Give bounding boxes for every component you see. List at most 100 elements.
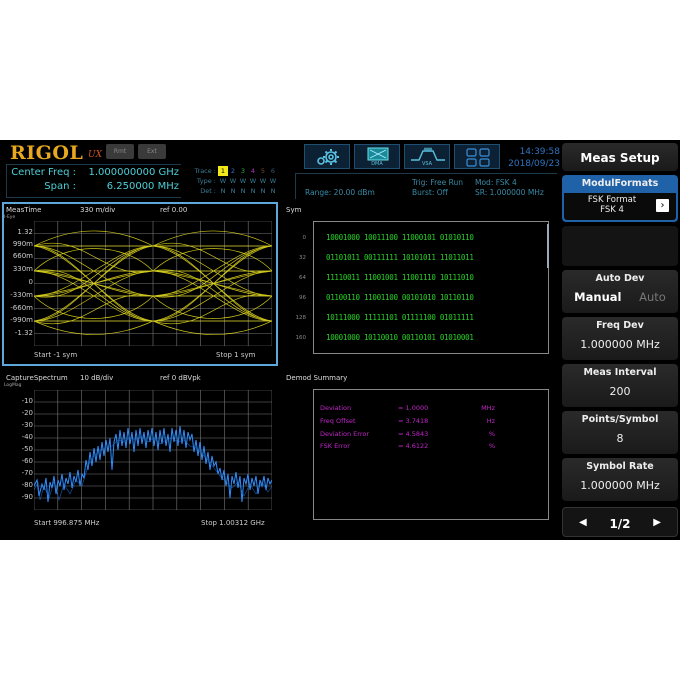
symbol-table[interactable] [313, 221, 549, 354]
type-5: W [259, 177, 267, 185]
spec-ytick: -60 [21, 457, 33, 465]
sym-row: 10001000 10011100 11000101 01010110 [326, 233, 474, 242]
demod-unit: % [488, 430, 495, 438]
spectrum-title: CaptureSpectrum [6, 374, 68, 382]
eye-ytick: -660m [10, 304, 33, 312]
trace-1[interactable]: 1 [218, 166, 228, 176]
det-4: N [250, 187, 256, 195]
modul-formats-key[interactable]: ModulFormats FSK Format FSK 4 › [562, 175, 678, 222]
time: 14:39:58 [519, 147, 560, 157]
eye-ytick: 990m [12, 240, 33, 248]
chevron-right-icon[interactable]: › [656, 199, 669, 212]
symbol-scrollbar[interactable] [547, 224, 549, 268]
eye-title: MeasTime [6, 206, 42, 214]
demod-name: Freq Offset [320, 417, 356, 425]
type-label: Type : [196, 177, 216, 185]
sym-row: 01100110 11001100 00101010 10110110 [326, 293, 474, 302]
det-2: N [230, 187, 236, 195]
auto-dev-manual[interactable]: Manual [574, 290, 622, 304]
demod-name: FSK Error [320, 442, 350, 450]
rmt-button[interactable]: Rmt [106, 144, 134, 159]
trace-label: Trace : [194, 167, 217, 175]
spectrum-start: Start 996.875 MHz [34, 519, 100, 527]
gear-icon [317, 149, 339, 165]
mod-status: Mod: FSK 4 [475, 178, 517, 187]
eye-subtitle: I-Eye [4, 215, 16, 220]
dma-mode-button[interactable]: DMA [354, 144, 400, 169]
eye-ytick: -330m [10, 291, 33, 299]
sym-row: 10001000 10110010 00110101 01010001 [326, 333, 474, 342]
spectrum-ref: ref 0 dBVpk [160, 374, 201, 382]
freq-dev-key[interactable]: Freq Dev 1.000000 MHz [562, 317, 678, 360]
ext-button[interactable]: Ext [138, 144, 166, 159]
freq-dev-value: 1.000000 MHz [580, 338, 660, 351]
span-value[interactable]: 6.250000 MHz [106, 181, 179, 192]
eye-scale: 330 m/div [80, 206, 116, 214]
type-6: W [269, 177, 277, 185]
dma-icon [367, 147, 389, 161]
spec-ytick: -10 [21, 397, 33, 405]
date: 2018/09/23 [508, 159, 560, 169]
det-label: Det : [200, 187, 216, 195]
spec-ytick: -30 [21, 421, 33, 429]
ux-logo: UX [88, 150, 102, 160]
demod-title: Demod Summary [286, 374, 348, 382]
points-symbol-value: 8 [616, 432, 624, 445]
page-prev-icon[interactable]: ◀ [579, 517, 587, 528]
type-2: W [229, 177, 237, 185]
settings-button[interactable] [304, 144, 350, 169]
center-freq-value[interactable]: 1.000000000 GHz [88, 167, 180, 178]
trace-5[interactable]: 5 [260, 167, 266, 175]
det-5: N [260, 187, 266, 195]
spec-ytick: -20 [21, 409, 33, 417]
eye-ytick: -1.32 [14, 329, 33, 337]
det-3: N [240, 187, 246, 195]
meas-setup-title: Meas Setup [562, 143, 678, 171]
freq-info-box [6, 164, 181, 198]
eye-diagram-panel[interactable] [2, 202, 278, 366]
auto-dev-auto[interactable]: Auto [639, 290, 666, 304]
trace-3[interactable]: 3 [240, 167, 246, 175]
spectrum-plot [34, 390, 272, 510]
demod-value: = 3.7418 [398, 417, 429, 425]
eye-ytick: -990m [10, 316, 33, 324]
sym-index: 32 [299, 255, 306, 261]
layout-button[interactable] [454, 144, 500, 169]
empty-key [562, 226, 678, 266]
meas-interval-key[interactable]: Meas Interval 200 [562, 364, 678, 407]
type-3: W [239, 177, 247, 185]
symbol-rate-value: 1.000000 MHz [580, 479, 660, 492]
eye-stop: Stop 1 sym [216, 351, 256, 359]
fsk-format-submenu[interactable]: FSK Format FSK 4 › [564, 193, 676, 220]
span-label: Span : [44, 181, 76, 192]
sym-row: 01101011 00111111 10101011 11011011 [326, 253, 474, 262]
sym-index: 160 [295, 335, 307, 341]
trace-2[interactable]: 2 [230, 167, 236, 175]
symbol-rate-key[interactable]: Symbol Rate 1.000000 MHz [562, 458, 678, 501]
type-1: W [219, 177, 227, 185]
burst-status: Burst: Off [412, 188, 448, 197]
meas-interval-value: 200 [609, 385, 631, 398]
eye-ytick: 1.32 [17, 228, 33, 236]
vsa-mode-button[interactable]: VSA [404, 144, 450, 169]
points-symbol-key[interactable]: Points/Symbol 8 [562, 411, 678, 454]
sym-title: Sym [286, 206, 302, 214]
status-bar [295, 173, 557, 199]
trace-4[interactable]: 4 [250, 167, 256, 175]
auto-dev-key[interactable]: Auto Dev Manual Auto [562, 270, 678, 313]
fsk-format-label: FSK Format [587, 195, 637, 205]
spec-ytick: -50 [21, 445, 33, 453]
vsa-label: VSA [421, 161, 433, 167]
rigol-logo: RIGOL [10, 142, 84, 164]
sym-index: 96 [299, 295, 306, 301]
page-next-icon[interactable]: ▶ [653, 517, 661, 528]
spec-ytick: -40 [21, 433, 33, 441]
demod-unit: MHz [481, 404, 495, 412]
demod-summary-table[interactable] [313, 389, 549, 520]
trace-6[interactable]: 6 [270, 167, 276, 175]
clock: 14:39:58 2018/09/23 [500, 146, 560, 170]
symbol-rate-label: Symbol Rate [586, 461, 654, 472]
spectrum-scale: 10 dB/div [80, 374, 114, 382]
analyzer-screen: RIGOL UX Rmt Ext Center Freq : 1.0000000… [0, 140, 680, 540]
